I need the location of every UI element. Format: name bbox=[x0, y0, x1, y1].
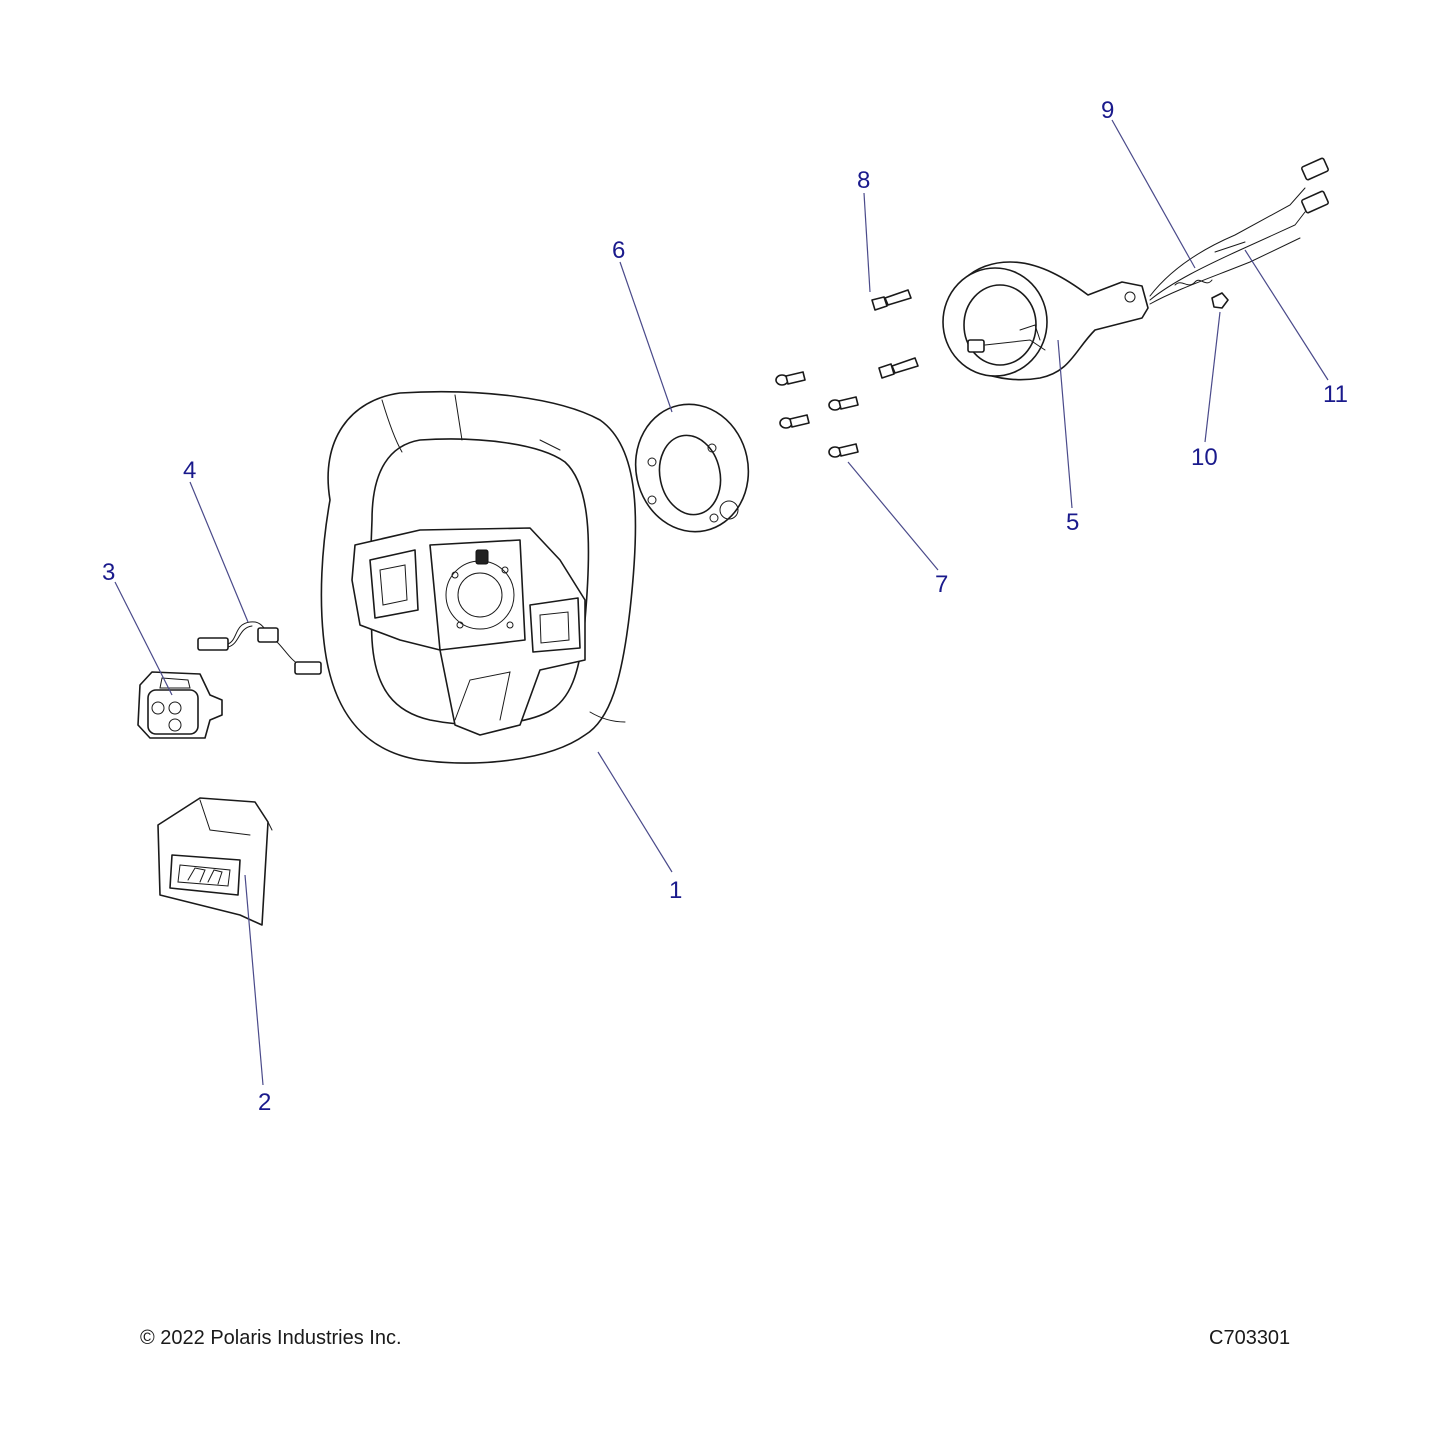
callout-4: 4 bbox=[183, 457, 196, 484]
part-hub-housing bbox=[942, 261, 1149, 381]
leader-3 bbox=[114, 581, 173, 696]
leader-10 bbox=[1204, 311, 1221, 443]
callout-8: 8 bbox=[857, 167, 870, 194]
part-spacer-ring bbox=[634, 403, 750, 533]
leader-9 bbox=[1111, 119, 1196, 269]
leader-lines bbox=[114, 119, 1329, 1086]
leader-2 bbox=[244, 874, 264, 1086]
part-steering-wheel bbox=[320, 390, 637, 764]
callout-10: 10 bbox=[1191, 444, 1218, 471]
leader-4 bbox=[189, 481, 249, 623]
callout-5: 5 bbox=[1066, 509, 1079, 536]
callout-labels: 1 2 3 4 5 6 7 8 9 10 11 bbox=[102, 97, 1348, 1116]
part-hub-cables bbox=[1149, 157, 1329, 305]
leader-6 bbox=[619, 261, 673, 413]
part-switch-module bbox=[137, 671, 223, 739]
leader-1 bbox=[597, 751, 673, 873]
callout-6: 6 bbox=[612, 237, 625, 264]
callout-11: 11 bbox=[1323, 381, 1348, 408]
part-center-cover bbox=[157, 797, 273, 926]
leader-8 bbox=[863, 192, 871, 293]
callout-9: 9 bbox=[1101, 97, 1114, 124]
callout-1: 1 bbox=[669, 877, 682, 904]
part-flange-bolts bbox=[871, 289, 919, 379]
copyright-notice: © 2022 Polaris Industries Inc. bbox=[140, 1327, 402, 1349]
part-screw bbox=[1211, 292, 1229, 309]
leader-5 bbox=[1057, 339, 1073, 509]
part-switch-harness bbox=[197, 621, 322, 675]
callout-3: 3 bbox=[102, 559, 115, 586]
drawing-code: C703301 bbox=[1209, 1327, 1291, 1349]
leader-11 bbox=[1244, 249, 1329, 381]
callout-7: 7 bbox=[935, 571, 948, 598]
part-short-bolts bbox=[775, 371, 859, 458]
leader-7 bbox=[847, 461, 939, 571]
callout-2: 2 bbox=[258, 1089, 271, 1116]
